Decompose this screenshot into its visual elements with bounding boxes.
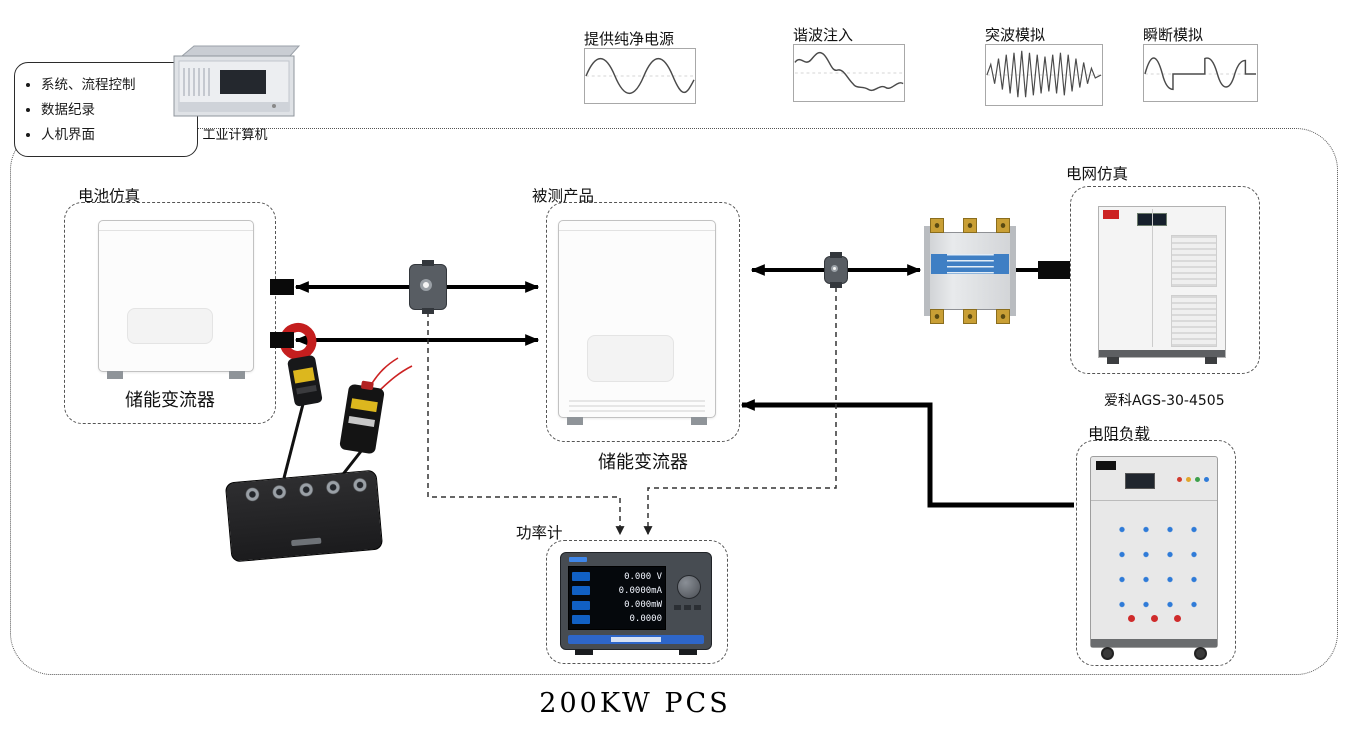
surge-wave-box xyxy=(985,44,1103,106)
system-boundary xyxy=(10,128,1338,675)
battery-sim-device-label: 储能变流器 xyxy=(125,390,215,411)
meter-reading: 0.000mW xyxy=(624,600,662,611)
contactor-label-band xyxy=(931,254,1009,274)
bus-terminal-block xyxy=(270,332,294,348)
grid-sim-model-label: 爱科AGS-30-4505 xyxy=(1104,393,1225,409)
battery-sim-title: 电池仿真 xyxy=(78,187,141,205)
grid-sim-title: 电网仿真 xyxy=(1066,165,1129,183)
meter-knob xyxy=(677,575,701,599)
interruption-wave-box xyxy=(1143,44,1258,102)
dut-cabinet xyxy=(558,220,716,425)
waveform-label-clean-power: 提供纯净电源 xyxy=(584,30,675,48)
power-meter-screen: 0.000 V 0.0000mA 0.000mW 0.0000 xyxy=(568,566,666,630)
power-meter-box xyxy=(546,540,728,664)
grid-sim-brand-badge xyxy=(1103,210,1119,219)
current-transducer-small-icon xyxy=(824,252,848,288)
meter-reading: 0.000 V xyxy=(624,571,662,582)
power-meter-title: 功率计 xyxy=(516,524,563,542)
computer-functions-callout: 系统、流程控制 数据纪录 人机界面 xyxy=(14,62,198,157)
load-indicator-leds xyxy=(1105,513,1203,611)
dut-device-label: 储能变流器 xyxy=(598,452,688,473)
grid-sim-cabinet xyxy=(1098,206,1226,364)
waveform-label-surge: 突波模拟 xyxy=(985,26,1046,44)
surge-wave-icon xyxy=(986,50,1102,98)
bus-terminal-block xyxy=(270,279,294,295)
bus-terminal-block xyxy=(1038,261,1070,279)
contactor-icon xyxy=(924,218,1016,324)
load-box xyxy=(1076,440,1236,666)
battery-sim-cabinet xyxy=(98,220,254,379)
harmonic-wave-box xyxy=(793,44,905,102)
callout-item: 系统、流程控制 xyxy=(41,73,191,98)
industrial-computer-label: 工业计算机 xyxy=(202,128,268,143)
current-transducer-icon xyxy=(409,260,447,314)
harmonic-wave-icon xyxy=(794,51,904,92)
power-meter-brand-mark xyxy=(569,557,587,562)
meter-reading: 0.0000mA xyxy=(618,585,662,596)
load-title: 电阻负载 xyxy=(1088,425,1151,443)
diagram-title: 200KW PCS xyxy=(539,688,731,719)
waveform-label-interruption: 瞬断模拟 xyxy=(1143,26,1204,44)
callout-item: 人机界面 xyxy=(41,123,191,148)
bnc-connectors xyxy=(236,476,368,504)
callout-item: 数据纪录 xyxy=(41,98,191,123)
load-display xyxy=(1125,473,1155,489)
power-meter-device: 0.000 V 0.0000mA 0.000mW 0.0000 xyxy=(560,552,712,655)
industrial-computer-icon xyxy=(173,45,301,117)
grid-sim-box xyxy=(1070,186,1260,374)
battery-sim-box xyxy=(64,202,276,424)
sine-wave-icon xyxy=(585,57,695,95)
waveform-label-harmonic: 谐波注入 xyxy=(793,26,854,44)
dut-title: 被测产品 xyxy=(532,187,595,205)
meter-reading: 0.0000 xyxy=(629,614,662,625)
interruption-wave-icon xyxy=(1144,57,1257,91)
data-logger-icon xyxy=(224,469,384,563)
load-cabinet xyxy=(1090,456,1218,660)
industrial-computer-image xyxy=(168,44,302,124)
load-brand-badge xyxy=(1096,461,1116,470)
clean-power-wave-box xyxy=(584,48,696,104)
